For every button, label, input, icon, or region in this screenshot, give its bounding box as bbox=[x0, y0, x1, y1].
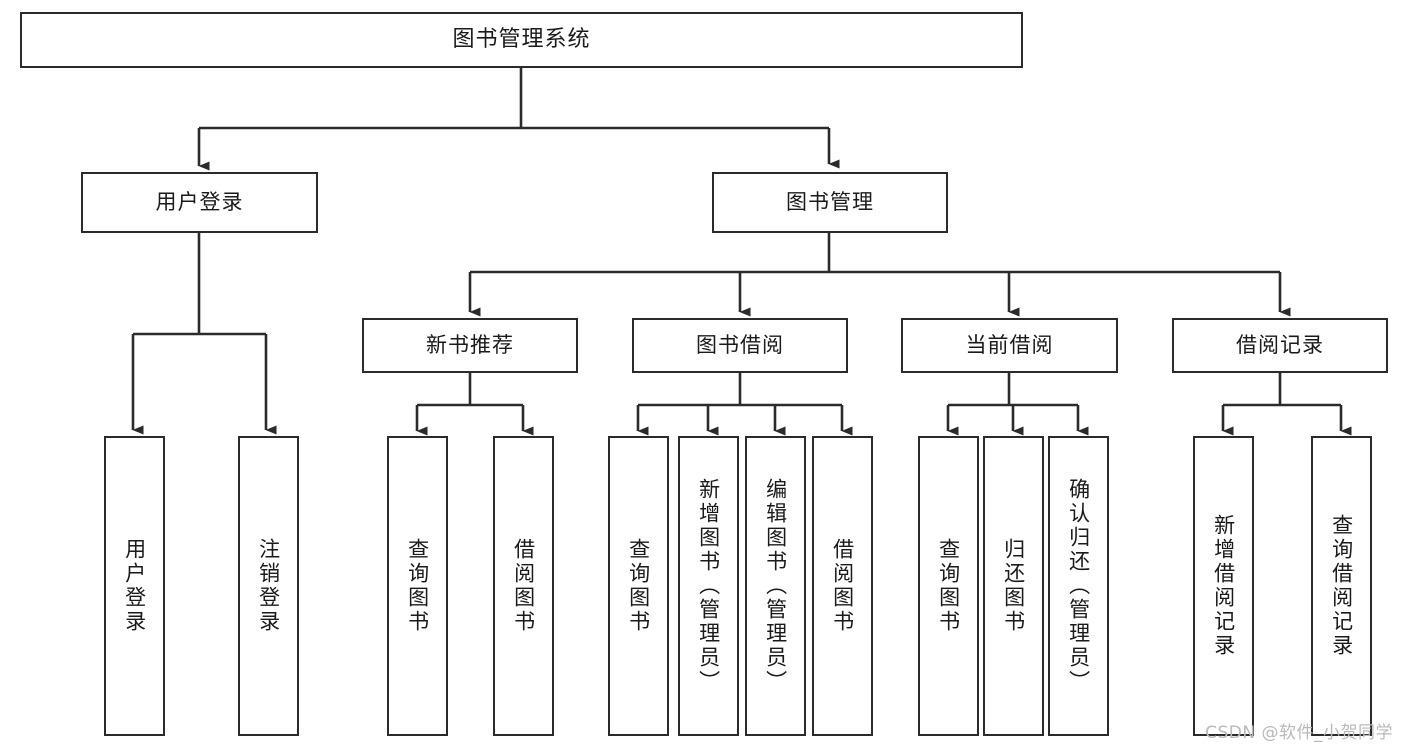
node-label: 查询图书 bbox=[626, 538, 651, 634]
leaf-new-book-query[interactable]: 查询图书 bbox=[387, 436, 448, 736]
node-label: 查询借阅记录 bbox=[1329, 514, 1354, 658]
node-label: 借阅图书 bbox=[511, 538, 536, 634]
node-label: 查询图书 bbox=[936, 538, 961, 634]
node-label: 借阅图书 bbox=[830, 538, 855, 634]
node-label: 用户登录 bbox=[122, 538, 147, 634]
node-label: 借阅记录 bbox=[1236, 332, 1324, 357]
leaf-new-book-borrow[interactable]: 借阅图书 bbox=[493, 436, 554, 736]
leaf-borrow-borrow-book[interactable]: 借阅图书 bbox=[812, 436, 873, 736]
node-book-borrow[interactable]: 图书借阅 bbox=[632, 318, 848, 373]
node-label: 确认归还（管理员） bbox=[1066, 478, 1091, 694]
leaf-current-confirm-return-admin[interactable]: 确认归还（管理员） bbox=[1048, 436, 1109, 736]
node-new-book-recommend[interactable]: 新书推荐 bbox=[362, 318, 578, 373]
leaf-borrow-query-book[interactable]: 查询图书 bbox=[608, 436, 669, 736]
node-label: 图书管理系统 bbox=[452, 26, 591, 52]
node-label: 图书借阅 bbox=[696, 332, 784, 357]
leaf-borrow-add-book-admin[interactable]: 新增图书（管理员） bbox=[678, 436, 739, 736]
leaf-user-login-logout[interactable]: 注销登录 bbox=[238, 436, 299, 736]
leaf-borrow-edit-book-admin[interactable]: 编辑图书（管理员） bbox=[745, 436, 806, 736]
leaf-record-query-record[interactable]: 查询借阅记录 bbox=[1311, 436, 1372, 736]
node-label: 新增图书（管理员） bbox=[696, 478, 721, 694]
node-current-borrow[interactable]: 当前借阅 bbox=[901, 318, 1118, 373]
node-user-login[interactable]: 用户登录 bbox=[81, 172, 318, 233]
node-label: 归还图书 bbox=[1001, 538, 1026, 634]
node-label: 用户登录 bbox=[155, 189, 244, 214]
node-label: 图书管理 bbox=[786, 189, 874, 214]
leaf-user-login-login[interactable]: 用户登录 bbox=[104, 436, 165, 736]
leaf-current-query-book[interactable]: 查询图书 bbox=[918, 436, 979, 736]
node-label: 新书推荐 bbox=[426, 332, 514, 357]
node-label: 新增借阅记录 bbox=[1211, 514, 1236, 658]
leaf-current-return-book[interactable]: 归还图书 bbox=[983, 436, 1044, 736]
node-label: 查询图书 bbox=[405, 538, 430, 634]
node-label: 当前借阅 bbox=[965, 332, 1054, 357]
node-label: 编辑图书（管理员） bbox=[763, 478, 788, 694]
node-borrow-record[interactable]: 借阅记录 bbox=[1172, 318, 1388, 373]
leaf-record-add-record[interactable]: 新增借阅记录 bbox=[1193, 436, 1254, 736]
node-label: 注销登录 bbox=[256, 538, 281, 634]
node-book-management[interactable]: 图书管理 bbox=[712, 172, 948, 233]
node-root-system[interactable]: 图书管理系统 bbox=[20, 12, 1023, 68]
